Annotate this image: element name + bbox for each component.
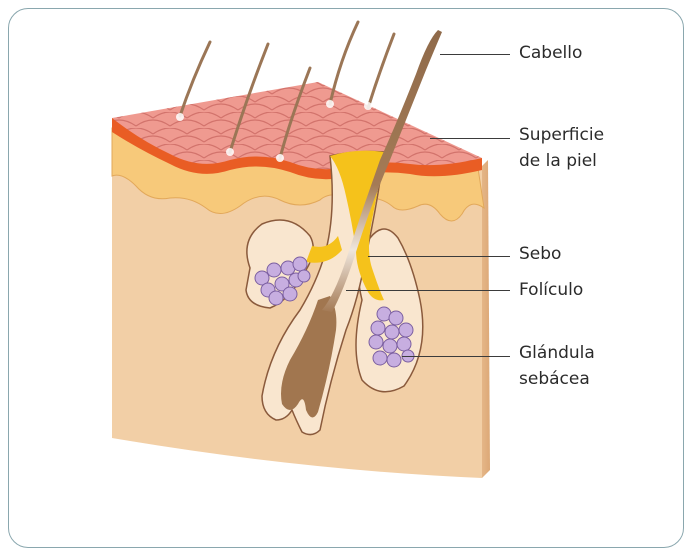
hair-leader-line	[440, 54, 510, 55]
follicle-leader-line	[346, 290, 510, 291]
sebum-leader-line	[368, 256, 510, 257]
skin-surface-leader-line	[430, 138, 510, 139]
label-gland-line2: sebácea	[519, 368, 590, 391]
label-skin-surface-line1: Superficie	[519, 124, 604, 147]
skin-cross-section-illustration	[0, 0, 685, 534]
label-skin-surface-line2: de la piel	[519, 150, 597, 173]
label-gland-line1: Glándula	[519, 342, 595, 365]
label-follicle: Folículo	[519, 279, 583, 302]
gland-leader-line	[402, 356, 510, 357]
label-hair: Cabello	[519, 42, 582, 65]
label-sebum: Sebo	[519, 243, 561, 266]
